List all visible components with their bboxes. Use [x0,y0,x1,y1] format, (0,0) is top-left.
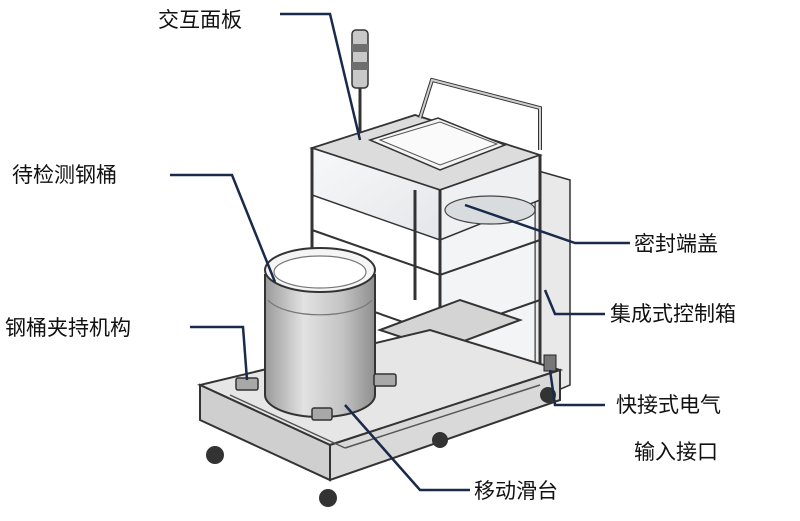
label-sealing-lid: 密封端盖 [634,232,718,256]
label-integrated-control-box: 集成式控制箱 [610,302,736,326]
leader-interaction-panel [280,12,362,141]
label-drum-under-test: 待检测钢桶 [12,163,117,187]
upper-frame [309,77,543,242]
label-quick-connect-line1: 快接式电气 [616,393,721,417]
leader-lines [170,12,630,492]
label-interaction-panel: 交互面板 [158,8,242,32]
label-quick-connect-line2: 输入接口 [634,440,718,464]
leader-slide [344,404,470,492]
leader-drum [170,173,277,283]
leader-sealing-lid [464,203,630,245]
electrical-connector [543,354,557,372]
leader-clamp [190,325,249,381]
steel-drum [264,247,376,418]
leader-control-box [543,289,605,316]
leader-connector [548,369,605,407]
label-drum-clamp: 钢桶夹持机构 [5,316,131,340]
label-mobile-slide: 移动滑台 [474,479,558,503]
signal-tower [351,29,369,140]
